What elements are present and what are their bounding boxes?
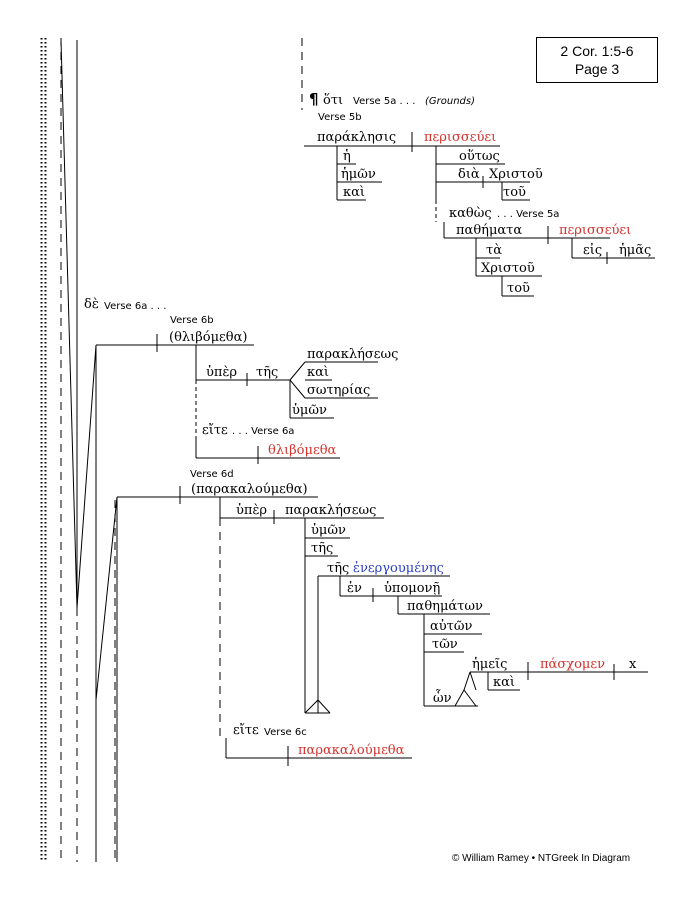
word-huper-2: ὑπὲρ	[236, 503, 268, 518]
word-humon-2: ὑμῶν	[311, 523, 346, 538]
word-tes-1: τῆς	[256, 365, 279, 380]
word-hon: ὧν	[433, 691, 452, 706]
reference-line-1: 2 Cor. 1:5-6	[560, 43, 634, 59]
word-soterias: σωτηρίας	[307, 383, 371, 398]
word-humon-1: ὑμῶν	[292, 403, 327, 418]
word-hoti: ὅτι	[323, 93, 344, 108]
reference-line-2: Page 3	[574, 61, 620, 77]
word-tou-2: τοῦ	[507, 281, 530, 296]
word-tou-1: τοῦ	[503, 185, 526, 200]
label-verse-5a: . . . Verse 5a	[497, 209, 560, 220]
word-tes-2: τῆς	[311, 541, 334, 556]
word-eite-1: εἴτε	[202, 423, 228, 438]
word-kai-2: καὶ	[307, 365, 330, 380]
word-he: ἡ	[343, 149, 351, 164]
word-kai-1: καὶ	[343, 185, 366, 200]
word-paschomen: πάσχομεν	[540, 657, 605, 672]
word-energoumenes: ἐνεργουμένης	[353, 561, 444, 576]
word-eis: εἰς	[583, 243, 603, 258]
word-ta: τὰ	[486, 243, 502, 258]
slant-1	[60, 39, 78, 609]
word-pathematon: παθημάτων	[407, 599, 483, 614]
word-christou-2: Χριστοῦ	[481, 261, 535, 276]
label-verse-6c: Verse 6c	[264, 727, 307, 738]
word-parakleseos-1: παρακλήσεως	[307, 347, 399, 362]
word-pathemata: παθήματα	[456, 223, 523, 238]
label-verse-6a-2: . . . Verse 6a	[232, 426, 295, 437]
word-thlibometha: θλιβόμεθα	[268, 443, 337, 458]
word-auton: αὐτῶν	[430, 619, 473, 634]
word-perisseuei-1: περισσεύει	[424, 130, 497, 145]
word-parakaloumetha-paren: (παρακαλούμεθα)	[191, 482, 308, 497]
word-eite-2: εἴτε	[233, 723, 259, 738]
label-verse-6d: Verse 6d	[190, 469, 234, 480]
word-huper-1: ὑπὲρ	[206, 365, 238, 380]
word-dia: διὰ	[458, 167, 480, 182]
label-verse-6a-1: Verse 6a . . .	[104, 301, 167, 312]
word-parakaloumetha: παρακαλούμεθα	[298, 743, 405, 758]
slant-3	[76, 344, 97, 609]
word-hemon-1: ἡμῶν	[341, 167, 376, 182]
word-tes-3: τῆς	[327, 561, 350, 576]
word-kai-3: καὶ	[493, 675, 516, 690]
word-ton: τῶν	[432, 637, 458, 652]
label-verse-5a-grounds: Verse 5a . . .	[353, 96, 416, 107]
word-hupomone: ὑπομονῇ	[384, 581, 441, 596]
label-verse-5b: Verse 5b	[318, 112, 362, 123]
slant-5	[95, 496, 118, 701]
word-kathos: καθὼς	[449, 206, 492, 221]
pilcrow-icon: ¶	[309, 90, 319, 108]
word-houtos: οὕτως	[459, 149, 500, 164]
word-x: x	[629, 657, 637, 672]
word-hemeis: ἡμεῖς	[472, 657, 508, 672]
word-christou-1: Χριστοῦ	[489, 167, 543, 182]
word-parakleseos-2: παρακλήσεως	[285, 503, 377, 518]
word-en: ἐν	[347, 581, 362, 596]
word-de: δὲ	[84, 297, 99, 312]
word-perisseuei-2: περισσεύει	[559, 223, 632, 238]
label-verse-6b: Verse 6b	[170, 315, 214, 326]
word-thlibometha-paren: (θλιβόμεθα)	[169, 330, 248, 345]
copyright-text: © William Ramey • NTGreek In Diagram	[452, 853, 631, 864]
word-paraklesis: παράκλησις	[317, 130, 397, 145]
reference-box: 2 Cor. 1:5-6 Page 3	[536, 37, 658, 83]
word-hemas: ἡμᾶς	[619, 243, 652, 258]
label-grounds: (Grounds)	[425, 96, 476, 107]
